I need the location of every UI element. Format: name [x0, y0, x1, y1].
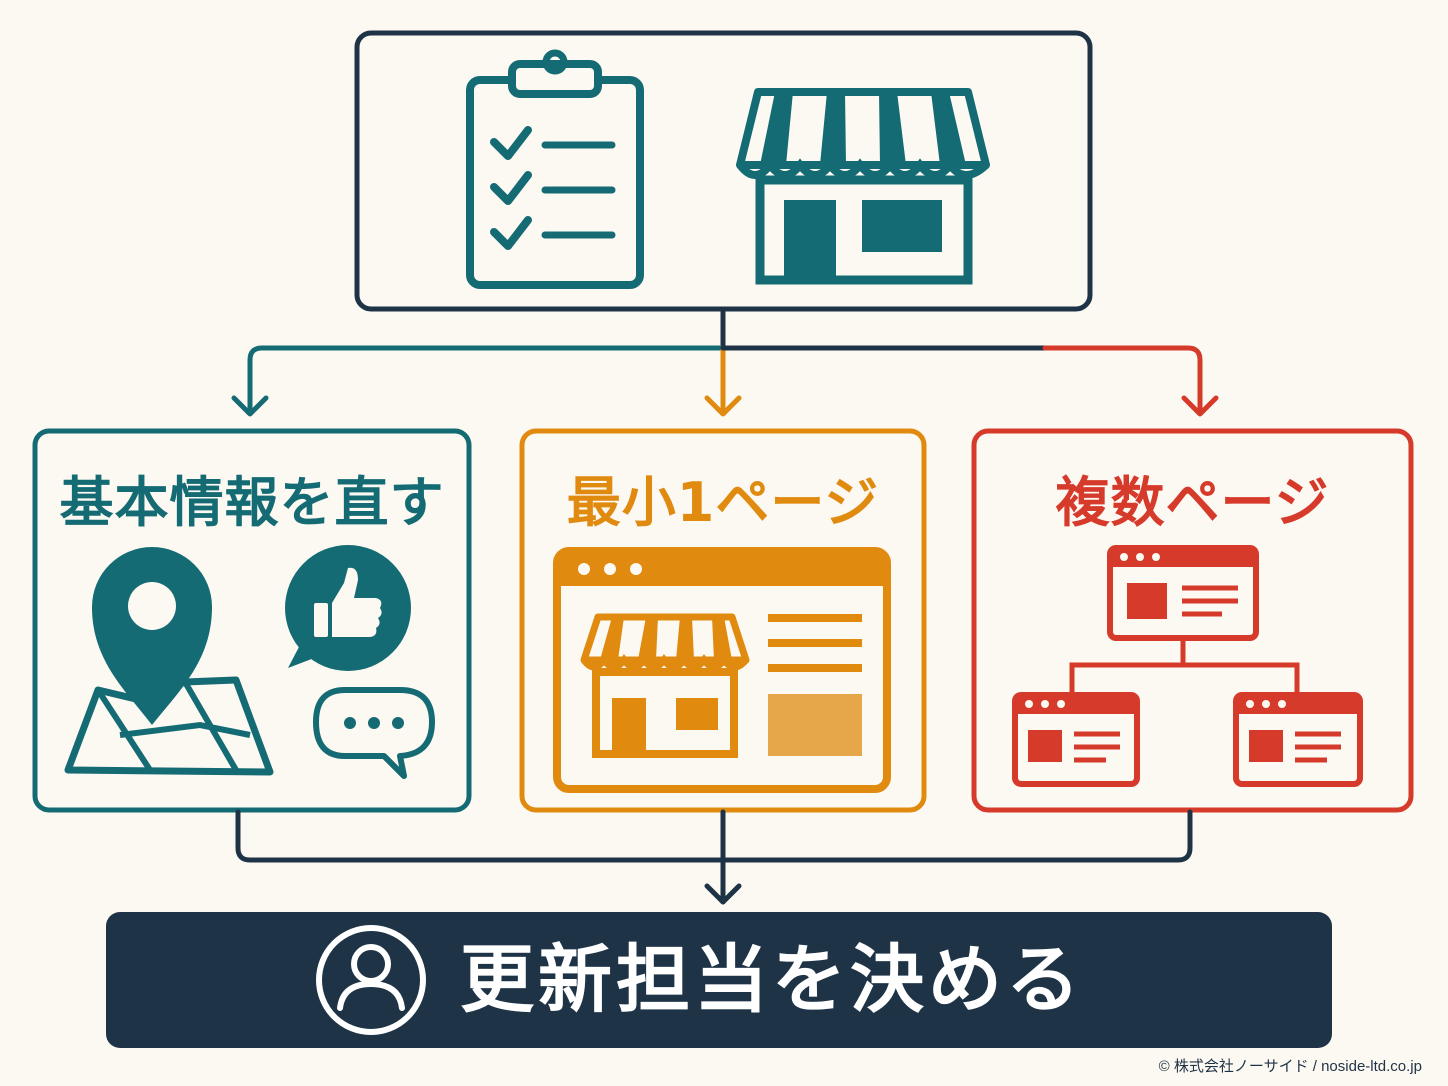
user-circle-icon: [316, 925, 426, 1035]
option-title-single-page: 最小1ページ: [566, 471, 880, 534]
option-title-basic-info: 基本情報を直す: [59, 471, 445, 534]
sitemap-pages-icon: [1012, 545, 1363, 787]
thumbs-up-bubble-icon: [285, 545, 411, 671]
storefront-icon: [580, 613, 750, 758]
browser-window-icon: [553, 547, 891, 793]
option-box-basic-info: [32, 428, 472, 813]
action-label: 更新担当を決める: [460, 937, 1084, 1023]
top-connectors: [231, 306, 1219, 417]
copyright-credit: © 株式会社ノーサイド / noside-ltd.co.jp: [1158, 1058, 1422, 1075]
action-banner: [106, 912, 1332, 1048]
storefront-icon: [736, 88, 990, 285]
bottom-connectors: [235, 809, 1193, 905]
clipboard-checklist-icon: [466, 49, 644, 289]
chat-dots-bubble-icon: [313, 687, 435, 779]
option-box-multi-page: [971, 428, 1414, 813]
option-title-multi-page: 複数ページ: [1055, 471, 1330, 534]
map-pin-icon: [64, 547, 274, 776]
